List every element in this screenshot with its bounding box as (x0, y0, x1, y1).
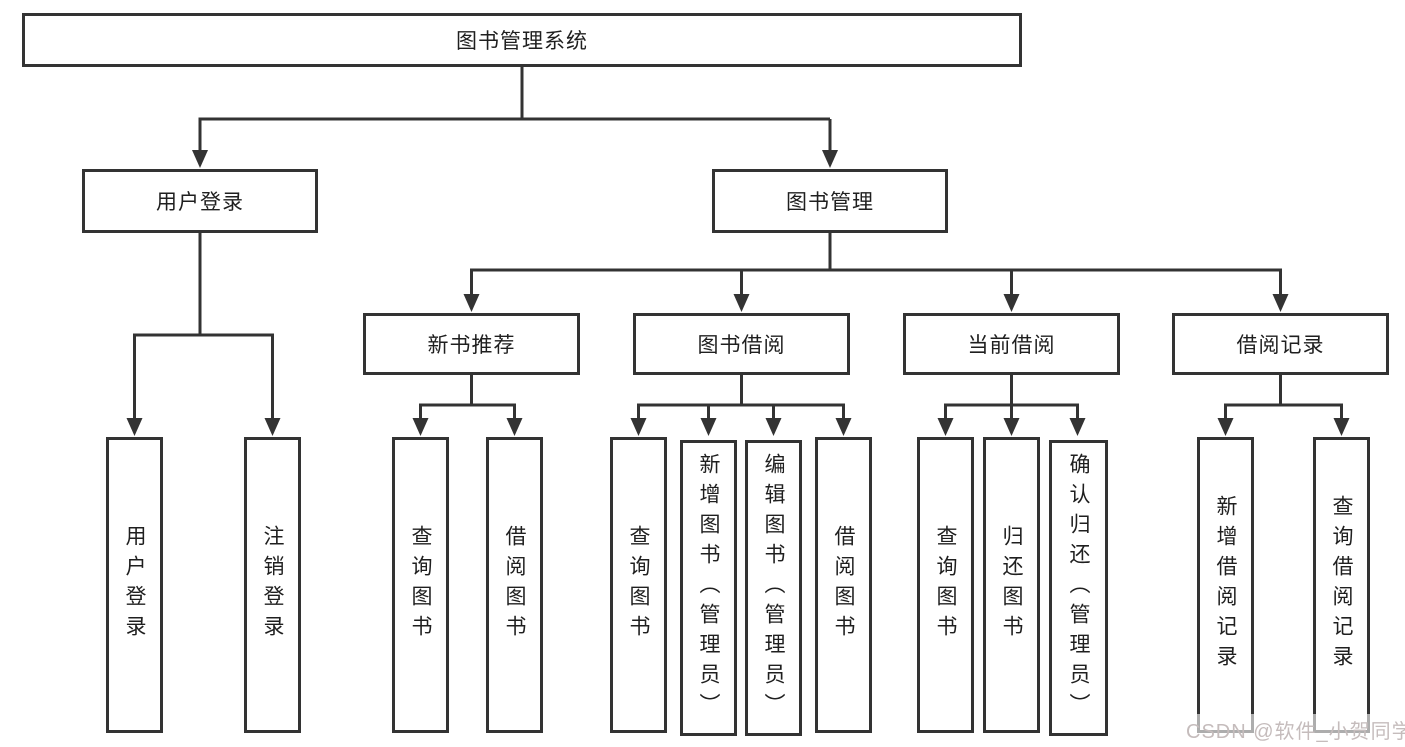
node-user-login-label: 用户登录 (156, 191, 244, 214)
arrowhead-new-book-recommend (463, 294, 480, 312)
connector-user-login-to-leaves (133, 233, 274, 421)
node-leaf-logout: 注销登录 (244, 437, 301, 733)
node-new-book-recommend-label: 新书推荐 (427, 334, 516, 357)
node-leaf-edit-books: 编辑图书（管理员） (745, 440, 802, 736)
node-leaf-query-borrow-record-label: 查询借阅记录 (1330, 495, 1353, 675)
node-book-management-label: 图书管理 (786, 191, 874, 214)
node-leaf-user-login: 用户登录 (106, 437, 163, 733)
arrowhead-leaf-add-borrow-record (1217, 418, 1234, 436)
node-leaf-query-books-1-label: 查询图书 (409, 525, 432, 645)
arrowhead-leaf-borrow-books-1 (506, 418, 523, 436)
arrowhead-leaf-query-books-2 (630, 418, 647, 436)
node-library-system: 图书管理系统 (22, 13, 1022, 67)
node-leaf-query-books-3-label: 查询图书 (934, 525, 957, 645)
node-leaf-query-books-2: 查询图书 (610, 437, 667, 733)
arrowhead-leaf-borrow-books-2 (835, 418, 852, 436)
connector-borrow-records-to-leaves (1224, 375, 1343, 421)
arrowhead-leaf-edit-books (765, 418, 782, 436)
arrowhead-leaf-confirm-return (1069, 418, 1086, 436)
node-book-borrow-label: 图书借阅 (697, 334, 786, 357)
node-leaf-borrow-books-2: 借阅图书 (815, 437, 872, 733)
node-leaf-add-books-label: 新增图书（管理员） (697, 453, 720, 723)
arrowhead-current-borrow (1003, 294, 1020, 312)
node-leaf-return-books: 归还图书 (983, 437, 1040, 733)
node-leaf-query-books-2-label: 查询图书 (627, 525, 650, 645)
node-library-system-label: 图书管理系统 (456, 30, 588, 53)
arrowhead-book-management (822, 150, 838, 168)
node-leaf-borrow-books-1-label: 借阅图书 (503, 525, 526, 645)
connector-book-borrow-to-leaves (637, 375, 845, 421)
node-borrow-records: 借阅记录 (1172, 313, 1389, 375)
node-leaf-query-books-1: 查询图书 (392, 437, 449, 733)
arrowhead-leaf-user-login (126, 418, 143, 436)
node-leaf-query-books-3: 查询图书 (917, 437, 974, 733)
node-leaf-borrow-books-2-label: 借阅图书 (832, 525, 855, 645)
arrowhead-leaf-query-books-3 (937, 418, 954, 436)
arrowhead-leaf-query-books-1 (412, 418, 429, 436)
arrowhead-leaf-query-borrow-record (1333, 418, 1350, 436)
node-leaf-add-borrow-record: 新增借阅记录 (1197, 437, 1254, 733)
node-current-borrow: 当前借阅 (903, 313, 1120, 375)
node-borrow-records-label: 借阅记录 (1236, 334, 1325, 357)
node-leaf-return-books-label: 归还图书 (1000, 525, 1023, 645)
arrowhead-book-borrow (733, 294, 750, 312)
node-leaf-borrow-books-1: 借阅图书 (486, 437, 543, 733)
node-book-borrow: 图书借阅 (633, 313, 850, 375)
node-leaf-confirm-return: 确认归还（管理员） (1049, 440, 1108, 736)
arrowhead-borrow-records (1272, 294, 1289, 312)
node-leaf-edit-books-label: 编辑图书（管理员） (762, 453, 785, 723)
node-new-book-recommend: 新书推荐 (363, 313, 580, 375)
node-book-management: 图书管理 (712, 169, 948, 233)
node-leaf-add-books: 新增图书（管理员） (680, 440, 737, 736)
arrowhead-leaf-logout (264, 418, 281, 436)
node-leaf-confirm-return-label: 确认归还（管理员） (1067, 453, 1090, 723)
node-leaf-query-borrow-record: 查询借阅记录 (1313, 437, 1370, 733)
connector-new-book-recommend-to-leaves (419, 375, 516, 421)
csdn-watermark: CSDN @软件_小贺同学 (1183, 714, 1405, 745)
arrowhead-leaf-return-books (1003, 418, 1020, 436)
node-leaf-logout-label: 注销登录 (261, 525, 284, 645)
arrowhead-user-login (192, 150, 208, 168)
node-user-login: 用户登录 (82, 169, 318, 233)
node-leaf-user-login-label: 用户登录 (123, 525, 146, 645)
node-current-borrow-label: 当前借阅 (967, 334, 1056, 357)
connector-current-borrow-to-leaves (944, 375, 1079, 421)
node-leaf-add-borrow-record-label: 新增借阅记录 (1214, 495, 1237, 675)
arrowhead-leaf-add-books (700, 418, 717, 436)
connector-book-management-to-level3 (470, 233, 1282, 297)
connector-root-to-level2 (198, 67, 832, 153)
